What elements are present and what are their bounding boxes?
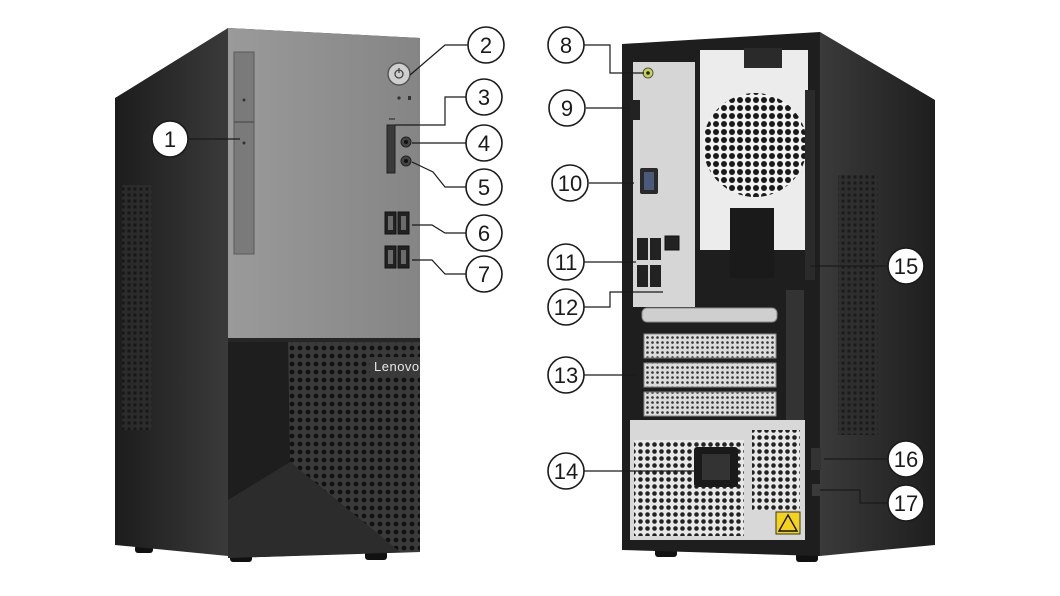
callout-circle: [547, 243, 585, 281]
warning-icon: [777, 513, 799, 532]
card-reader-slot: [386, 124, 396, 174]
callout-circle: [465, 255, 503, 293]
callout-13: 13: [547, 356, 585, 394]
callout-3: 3: [465, 78, 503, 116]
callout-5: 5: [465, 168, 503, 206]
front-tower: Lenovo: [115, 28, 420, 562]
psu-vent-right: [752, 430, 800, 510]
callout-circle: [551, 164, 589, 202]
callout-17: 17: [887, 484, 925, 522]
side-vent: [838, 175, 878, 435]
rear-tower: [622, 32, 935, 562]
callout-number: 1: [164, 127, 176, 152]
expansion-rail: [805, 90, 815, 280]
callout-circle: [547, 26, 585, 64]
rear-usb-ports: [637, 238, 661, 287]
callout-number: 16: [894, 447, 918, 472]
pcie-slot-cover: [643, 333, 777, 359]
power-button: [387, 62, 411, 86]
pcie-slot-cover: [643, 362, 777, 388]
callout-circle: [887, 484, 925, 522]
hdd-led: [408, 96, 411, 100]
drive-eject-dot: [242, 98, 246, 102]
drive-eject-dot: [242, 141, 246, 145]
front-usb-ports-bottom: [384, 245, 410, 269]
callout-number: 17: [894, 491, 918, 516]
callout-number: 8: [560, 33, 572, 58]
side-vent: [122, 185, 152, 430]
callout-circle: [887, 247, 925, 285]
hdmi-port: [630, 100, 640, 120]
padlock-loop: [730, 208, 774, 278]
callout-number: 4: [478, 131, 490, 156]
callout-circle: [465, 124, 503, 162]
callout-circle: [548, 89, 586, 127]
callout-circle: [887, 440, 925, 478]
warning-label: [775, 511, 801, 535]
power-led: [397, 96, 401, 100]
callout-circle: [465, 168, 503, 206]
lenovo-logo-badge: [370, 357, 420, 376]
callout-number: 13: [554, 363, 578, 388]
callout-12: 12: [547, 288, 585, 326]
callout-14: 14: [547, 452, 585, 490]
pcie-slot-cover: [643, 391, 777, 417]
callout-number: 2: [480, 33, 492, 58]
callout-number: 9: [561, 96, 573, 121]
slot-divider: [641, 307, 778, 323]
callout-9: 9: [548, 89, 586, 127]
callout-circle: [547, 356, 585, 394]
callout-16: 16: [887, 440, 925, 478]
front-upper-panel: [228, 28, 420, 338]
callout-number: 6: [478, 221, 490, 246]
ethernet-port: [664, 235, 680, 251]
callout-number: 7: [478, 262, 490, 287]
callout-10: 10: [551, 164, 589, 202]
callout-15: 15: [887, 247, 925, 285]
callout-7: 7: [465, 255, 503, 293]
front-usb-ports-top: [384, 211, 410, 235]
callout-number: 3: [478, 85, 490, 110]
callout-circle: [467, 26, 505, 64]
callout-number: 5: [478, 175, 490, 200]
kensington-slot: [812, 484, 820, 496]
callout-number: 15: [894, 254, 918, 279]
security-lock-slot: [811, 448, 821, 470]
optical-drive-bay: [233, 51, 255, 255]
callout-number: 14: [554, 459, 578, 484]
callout-6: 6: [465, 214, 503, 252]
callout-number: 12: [554, 295, 578, 320]
callout-number: 10: [558, 171, 582, 196]
front-grille: [288, 342, 420, 552]
callout-circle: [465, 78, 503, 116]
callout-circle: [547, 288, 585, 326]
callout-2: 2: [467, 26, 505, 64]
callout-circle: [465, 214, 503, 252]
callout-1: 1: [151, 120, 189, 158]
callout-11: 11: [547, 243, 585, 281]
callout-4: 4: [465, 124, 503, 162]
lenovo-logo-text: Lenovo: [374, 359, 420, 374]
callout-circle: [151, 120, 189, 158]
rear-fan-grille: [703, 93, 807, 197]
callout-number: 11: [555, 250, 578, 275]
callout-circle: [547, 452, 585, 490]
slot-bracket: [786, 290, 804, 440]
top-latch: [744, 48, 782, 68]
leader-lines: [188, 44, 888, 504]
callout-8: 8: [547, 26, 585, 64]
